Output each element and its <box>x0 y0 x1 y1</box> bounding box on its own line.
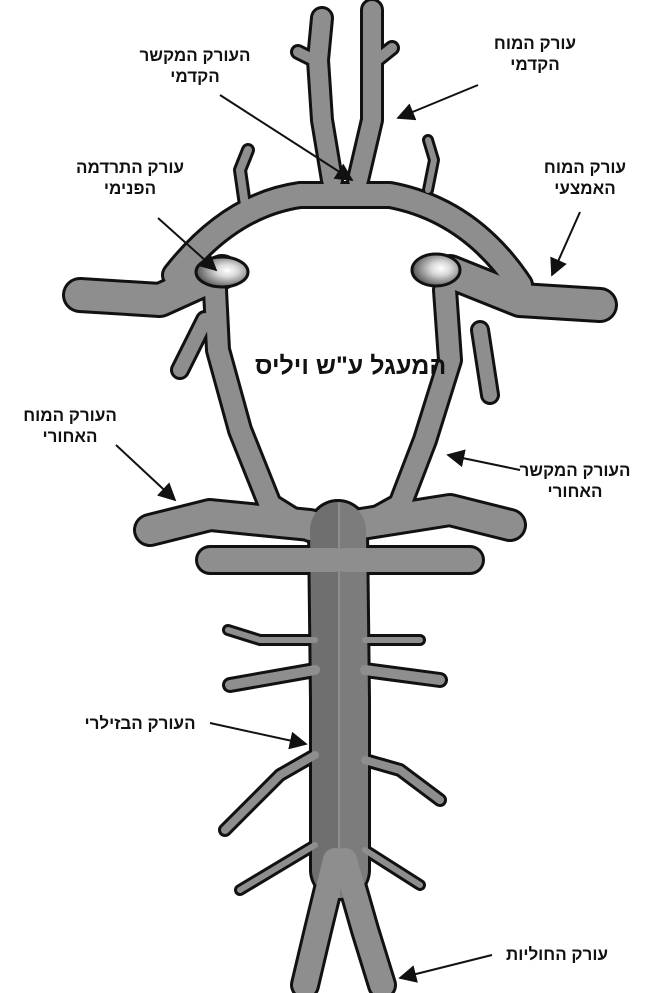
label-line: הקדמי <box>470 54 600 75</box>
label-line: עורק התרדמה <box>60 157 200 178</box>
pointer-pca <box>116 445 175 500</box>
label-line: עורק המוח <box>530 157 640 178</box>
diagram-title: המעגל ע"ש ויליס <box>255 352 446 381</box>
label-line: עורק המוח <box>470 33 600 54</box>
label-line: האחורי <box>10 426 130 447</box>
label-posterior-communicating: העורק המקשר האחורי <box>505 460 645 502</box>
label-line: העורק המקשר <box>505 460 645 481</box>
label-anterior-cerebral: עורק המוח הקדמי <box>470 33 600 75</box>
label-line: העורק הבזילרי <box>70 713 210 734</box>
label-line: עורק החוליות <box>492 944 622 965</box>
label-line: האחורי <box>505 481 645 502</box>
ica-left-lumen <box>196 257 248 287</box>
label-line: העורק המקשר <box>120 45 270 66</box>
internal-carotid-ends <box>196 254 460 287</box>
label-internal-carotid: עורק התרדמה הפנימי <box>60 157 200 199</box>
pointer-mca <box>552 212 580 275</box>
label-line: האמצעי <box>530 178 640 199</box>
label-line: הקדמי <box>120 66 270 87</box>
pointer-vertebral <box>400 955 492 978</box>
label-basilar: העורק הבזילרי <box>70 713 210 734</box>
pointer-aca <box>398 85 478 118</box>
label-anterior-communicating: העורק המקשר הקדמי <box>120 45 270 87</box>
label-vertebral: עורק החוליות <box>492 944 622 965</box>
label-line: העורק המוח <box>10 405 130 426</box>
ica-right-lumen <box>412 254 460 286</box>
label-middle-cerebral: עורק המוח האמצעי <box>530 157 640 199</box>
pointer-basilar <box>210 723 306 744</box>
label-line: הפנימי <box>60 178 200 199</box>
label-posterior-cerebral: העורק המוח האחורי <box>10 405 130 447</box>
